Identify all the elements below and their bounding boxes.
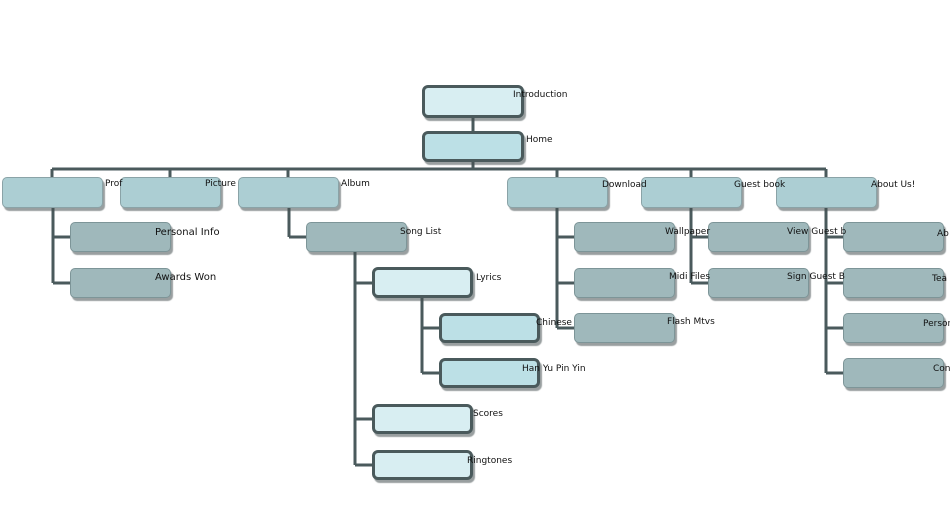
label-lyrics: Lyrics (476, 273, 502, 283)
label-ringtones: Ringtones (467, 456, 513, 466)
label-profile: Prof (105, 179, 123, 189)
label-midi-files: Midi Files (669, 272, 711, 282)
node-view-guest-book (708, 222, 809, 252)
node-flash-mtvs (574, 313, 675, 343)
node-chinese (439, 313, 540, 343)
label-download: Download (602, 180, 647, 190)
node-awards-won (70, 268, 171, 298)
label-sign-guest-book: Sign Guest B (787, 272, 845, 282)
node-about (843, 222, 944, 252)
label-about-us: About Us! (871, 180, 916, 190)
node-lyrics (372, 267, 473, 298)
node-home (422, 131, 524, 162)
node-team (843, 268, 944, 298)
node-scores (372, 404, 473, 434)
label-personal: Person (923, 319, 950, 329)
node-contact (843, 358, 944, 388)
label-awards-won: Awards Won (155, 272, 217, 283)
label-contact: Con (933, 364, 950, 374)
node-guest-book (641, 177, 742, 208)
node-song-list (306, 222, 407, 252)
label-song-list: Song List (400, 227, 442, 237)
label-album: Album (341, 179, 370, 189)
node-han-yu-pin-yin (439, 358, 540, 388)
label-wallpaper: Wallpaper (665, 227, 711, 237)
label-flash-mtvs: Flash Mtvs (667, 317, 715, 327)
label-about: Ab (937, 229, 949, 239)
label-view-guest-book: View Guest b (787, 227, 847, 237)
node-album (238, 177, 339, 208)
node-about-us (776, 177, 877, 208)
connector-lines (50, 118, 843, 467)
node-wallpaper (574, 222, 675, 252)
node-download (507, 177, 608, 208)
node-personal-info (70, 222, 171, 252)
label-personal-info: Personal Info (155, 227, 220, 238)
label-team: Tea (932, 274, 948, 284)
node-profile (2, 177, 103, 208)
label-han-yu-pin-yin: Han Yu Pin Yin (522, 364, 586, 374)
label-picture: Picture (205, 179, 236, 189)
label-chinese: Chinese (536, 318, 572, 328)
label-scores: Scores (473, 409, 503, 419)
label-guest-book: Guest book (734, 180, 786, 190)
label-home: Home (526, 135, 553, 145)
node-picture (120, 177, 221, 208)
node-ringtones (372, 450, 473, 480)
node-sign-guest-book (708, 268, 809, 298)
node-introduction (422, 85, 524, 118)
node-personal (843, 313, 944, 343)
label-introduction: Introduction (513, 90, 568, 100)
node-midi-files (574, 268, 675, 298)
